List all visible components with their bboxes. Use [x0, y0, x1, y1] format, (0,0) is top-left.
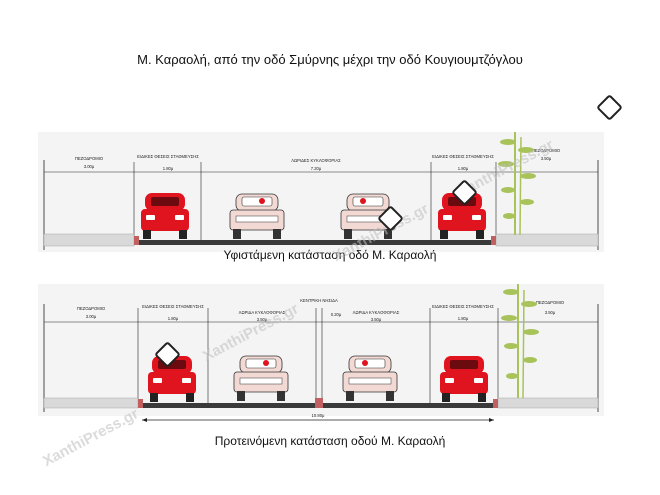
- current-curb-right: [491, 236, 496, 245]
- proposed-label-parking-left-width: 1.80μ: [168, 316, 179, 321]
- current-label-sidewalk-left-width: 3.00μ: [84, 164, 95, 169]
- proposed-moving-car-1: [233, 355, 289, 401]
- proposed-label-median-width: 0.20μ: [331, 312, 342, 317]
- current-label-parking-left-width: 1.80μ: [163, 166, 174, 171]
- proposed-curb-right: [493, 399, 498, 408]
- current-parked-car-left: [141, 193, 189, 239]
- current-section-drawing: ΠΕΖΟΔΡΟΜΙΟ 3.00μ ΕΙΔΙΚΕΣ ΘΕΣΕΙΣ ΣΤΑΘΜΕΥΣ…: [38, 132, 604, 252]
- current-sidewalk-right: [495, 233, 599, 247]
- proposed-parked-car-left: [148, 356, 196, 402]
- current-caption: Υφιστάμενη κατάσταση οδό Μ. Καραολή: [223, 248, 437, 262]
- proposed-label-sidewalk-left: ΠΕΖΟΔΡΟΜΙΟ: [77, 306, 106, 311]
- proposed-label-total-width: 10.80μ: [312, 413, 325, 418]
- current-label-sidewalk-right-width: 3.50μ: [541, 156, 552, 161]
- proposed-label-parking-right-width: 1.80μ: [458, 316, 469, 321]
- proposed-label-parking-left: ΕΙΔΙΚΕΣ ΘΕΣΕΙΣ ΣΤΑΘΜΕΥΣΗΣ: [142, 304, 204, 309]
- proposed-parked-car-right: [440, 356, 488, 402]
- proposed-total-arrow-left-icon: [142, 418, 147, 422]
- proposed-total-arrow-right-icon: [489, 418, 494, 422]
- proposed-sidewalk-left: [43, 397, 139, 409]
- proposed-median-island: [315, 398, 323, 408]
- current-roadway: [134, 240, 496, 245]
- current-label-traffic-lane: ΛΩΡΙΔΕΣ ΚΥΚΛΟΦΟΡΙΑΣ: [291, 158, 341, 163]
- proposed-label-lane-left: ΛΩΡΙΔΑ ΚΥΚΛΟΦΟΡΙΑΣ: [239, 310, 286, 315]
- proposed-panel-bg: [38, 284, 604, 416]
- current-cross-section: ΠΕΖΟΔΡΟΜΙΟ 3.00μ ΕΙΔΙΚΕΣ ΘΕΣΕΙΣ ΣΤΑΘΜΕΥΣ…: [38, 132, 604, 252]
- page-title: Μ. Καραολή, από την οδό Σμύρνης μέχρι τη…: [137, 52, 523, 67]
- proposed-dimension-ticks: [137, 308, 499, 408]
- proposed-moving-car-2: [342, 355, 398, 401]
- proposed-curb-left: [138, 399, 143, 408]
- proposed-label-sidewalk-right: ΠΕΖΟΔΡΟΜΙΟ: [536, 300, 565, 305]
- proposed-cross-section: ΠΕΖΟΔΡΟΜΙΟ 3.00μ ΕΙΔΙΚΕΣ ΘΕΣΕΙΣ ΣΤΑΘΜΕΥΣ…: [38, 284, 604, 428]
- proposed-label-lane-right-width: 3.50μ: [371, 317, 382, 322]
- proposed-label-parking-right: ΕΙΔΙΚΕΣ ΘΕΣΕΙΣ ΣΤΑΘΜΕΥΣΗΣ: [432, 304, 494, 309]
- proposed-sidewalk-right: [497, 397, 599, 409]
- proposed-label-sidewalk-left-width: 3.00μ: [86, 314, 97, 319]
- proposed-label-lane-right: ΛΩΡΙΔΑ ΚΥΚΛΟΦΟΡΙΑΣ: [353, 310, 400, 315]
- proposed-label-sidewalk-right-width: 3.50μ: [545, 310, 556, 315]
- proposed-label-median: ΚΕΝΤΡΙΚΗ ΝΗΣΙΔΑ: [300, 298, 338, 303]
- current-moving-car-2: [340, 193, 396, 239]
- proposed-tree-icon: [501, 284, 539, 399]
- current-dimension-ticks: [133, 162, 497, 244]
- current-curb-left: [134, 236, 139, 245]
- proposed-label-lane-left-width: 3.50μ: [257, 317, 268, 322]
- current-label-traffic-lane-width: 7.20μ: [311, 166, 322, 171]
- current-sidewalk-left: [43, 233, 135, 247]
- current-label-parking-right-width: 1.80μ: [458, 166, 469, 171]
- current-label-sidewalk-left: ΠΕΖΟΔΡΟΜΙΟ: [75, 156, 104, 161]
- current-moving-car-1: [229, 193, 285, 239]
- proposed-section-drawing: ΠΕΖΟΔΡΟΜΙΟ 3.00μ ΕΙΔΙΚΕΣ ΘΕΣΕΙΣ ΣΤΑΘΜΕΥΣ…: [38, 284, 604, 422]
- current-parked-car-right: [438, 193, 486, 239]
- current-tree-icon: [498, 132, 536, 236]
- watermark-badge-icon: [596, 94, 623, 121]
- current-label-sidewalk-right: ΠΕΖΟΔΡΟΜΙΟ: [532, 148, 561, 153]
- current-label-parking-left: ΕΙΔΙΚΕΣ ΘΕΣΕΙΣ ΣΤΑΘΜΕΥΣΗΣ: [137, 154, 199, 159]
- current-label-parking-right: ΕΙΔΙΚΕΣ ΘΕΣΕΙΣ ΣΤΑΘΜΕΥΣΗΣ: [432, 154, 494, 159]
- proposed-caption: Προτεινόμενη κατάσταση οδού Μ. Καραολή: [214, 434, 446, 448]
